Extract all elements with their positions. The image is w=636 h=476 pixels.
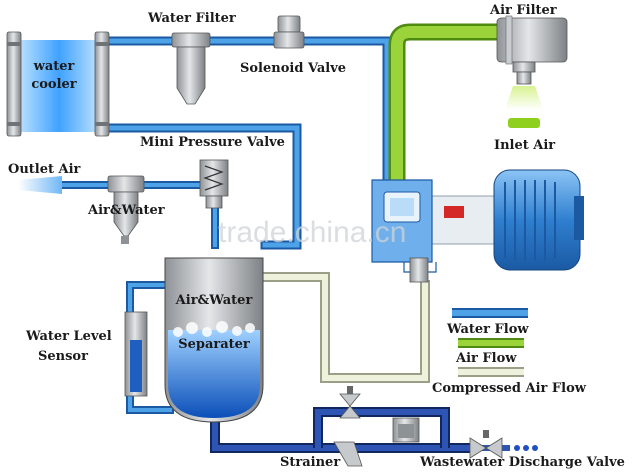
outlet-air [18,176,62,194]
water-level-label-1: Water Level [25,329,112,344]
legend-air-flow-label: Air Flow [455,351,517,366]
separator-label-1: Air&Water [175,293,253,308]
water-filter-label: Water Filter [147,11,236,26]
mini-pressure-valve [199,159,229,209]
legend-compressed-air-flow-label: Compressed Air Flow [432,381,587,396]
legend-compressed-air-flow: Compressed Air Flow [432,367,587,396]
legend-air-flow: Air Flow [455,338,524,366]
water-level-label-2: Sensor [38,349,88,364]
water-cooler-label-1: water [33,59,75,74]
compressor-motor [371,169,584,283]
mini-pressure-valve-label: Mini Pressure Valve [140,135,285,150]
legend: Water Flow Air Flow Compressed Air Flow [432,308,587,396]
water-cooler [6,31,110,137]
wastewater-valve-label: Wastewater Discharge Valve [419,455,625,470]
water-cooler-label-2: cooler [31,77,76,92]
separator-vessel [164,257,264,423]
outlet-air-label: Outlet Air [8,162,81,177]
air-filter [496,15,568,128]
inlet-air-label: Inlet Air [494,138,555,153]
solenoid-valve-label: Solenoid Valve [240,61,346,76]
legend-water-flow-label: Water Flow [446,322,529,337]
drain-valves [333,386,503,467]
watermark: trade.china.cn [218,216,406,249]
small-separator [107,175,145,244]
water-filter [171,32,211,105]
water-level-sensor [124,311,148,397]
compressed-air-pipe [262,272,430,383]
solenoid-valve [273,15,305,49]
air-filter-label: Air Filter [489,3,557,18]
separator-label-2: Separater [178,337,250,352]
small-separator-label: Air&Water [87,203,165,218]
discharge-dots [514,445,538,451]
legend-water-flow: Water Flow [446,308,529,337]
drain-pipe [210,400,510,453]
strainer-label: Strainer [280,455,340,470]
air-pipe [388,23,500,190]
